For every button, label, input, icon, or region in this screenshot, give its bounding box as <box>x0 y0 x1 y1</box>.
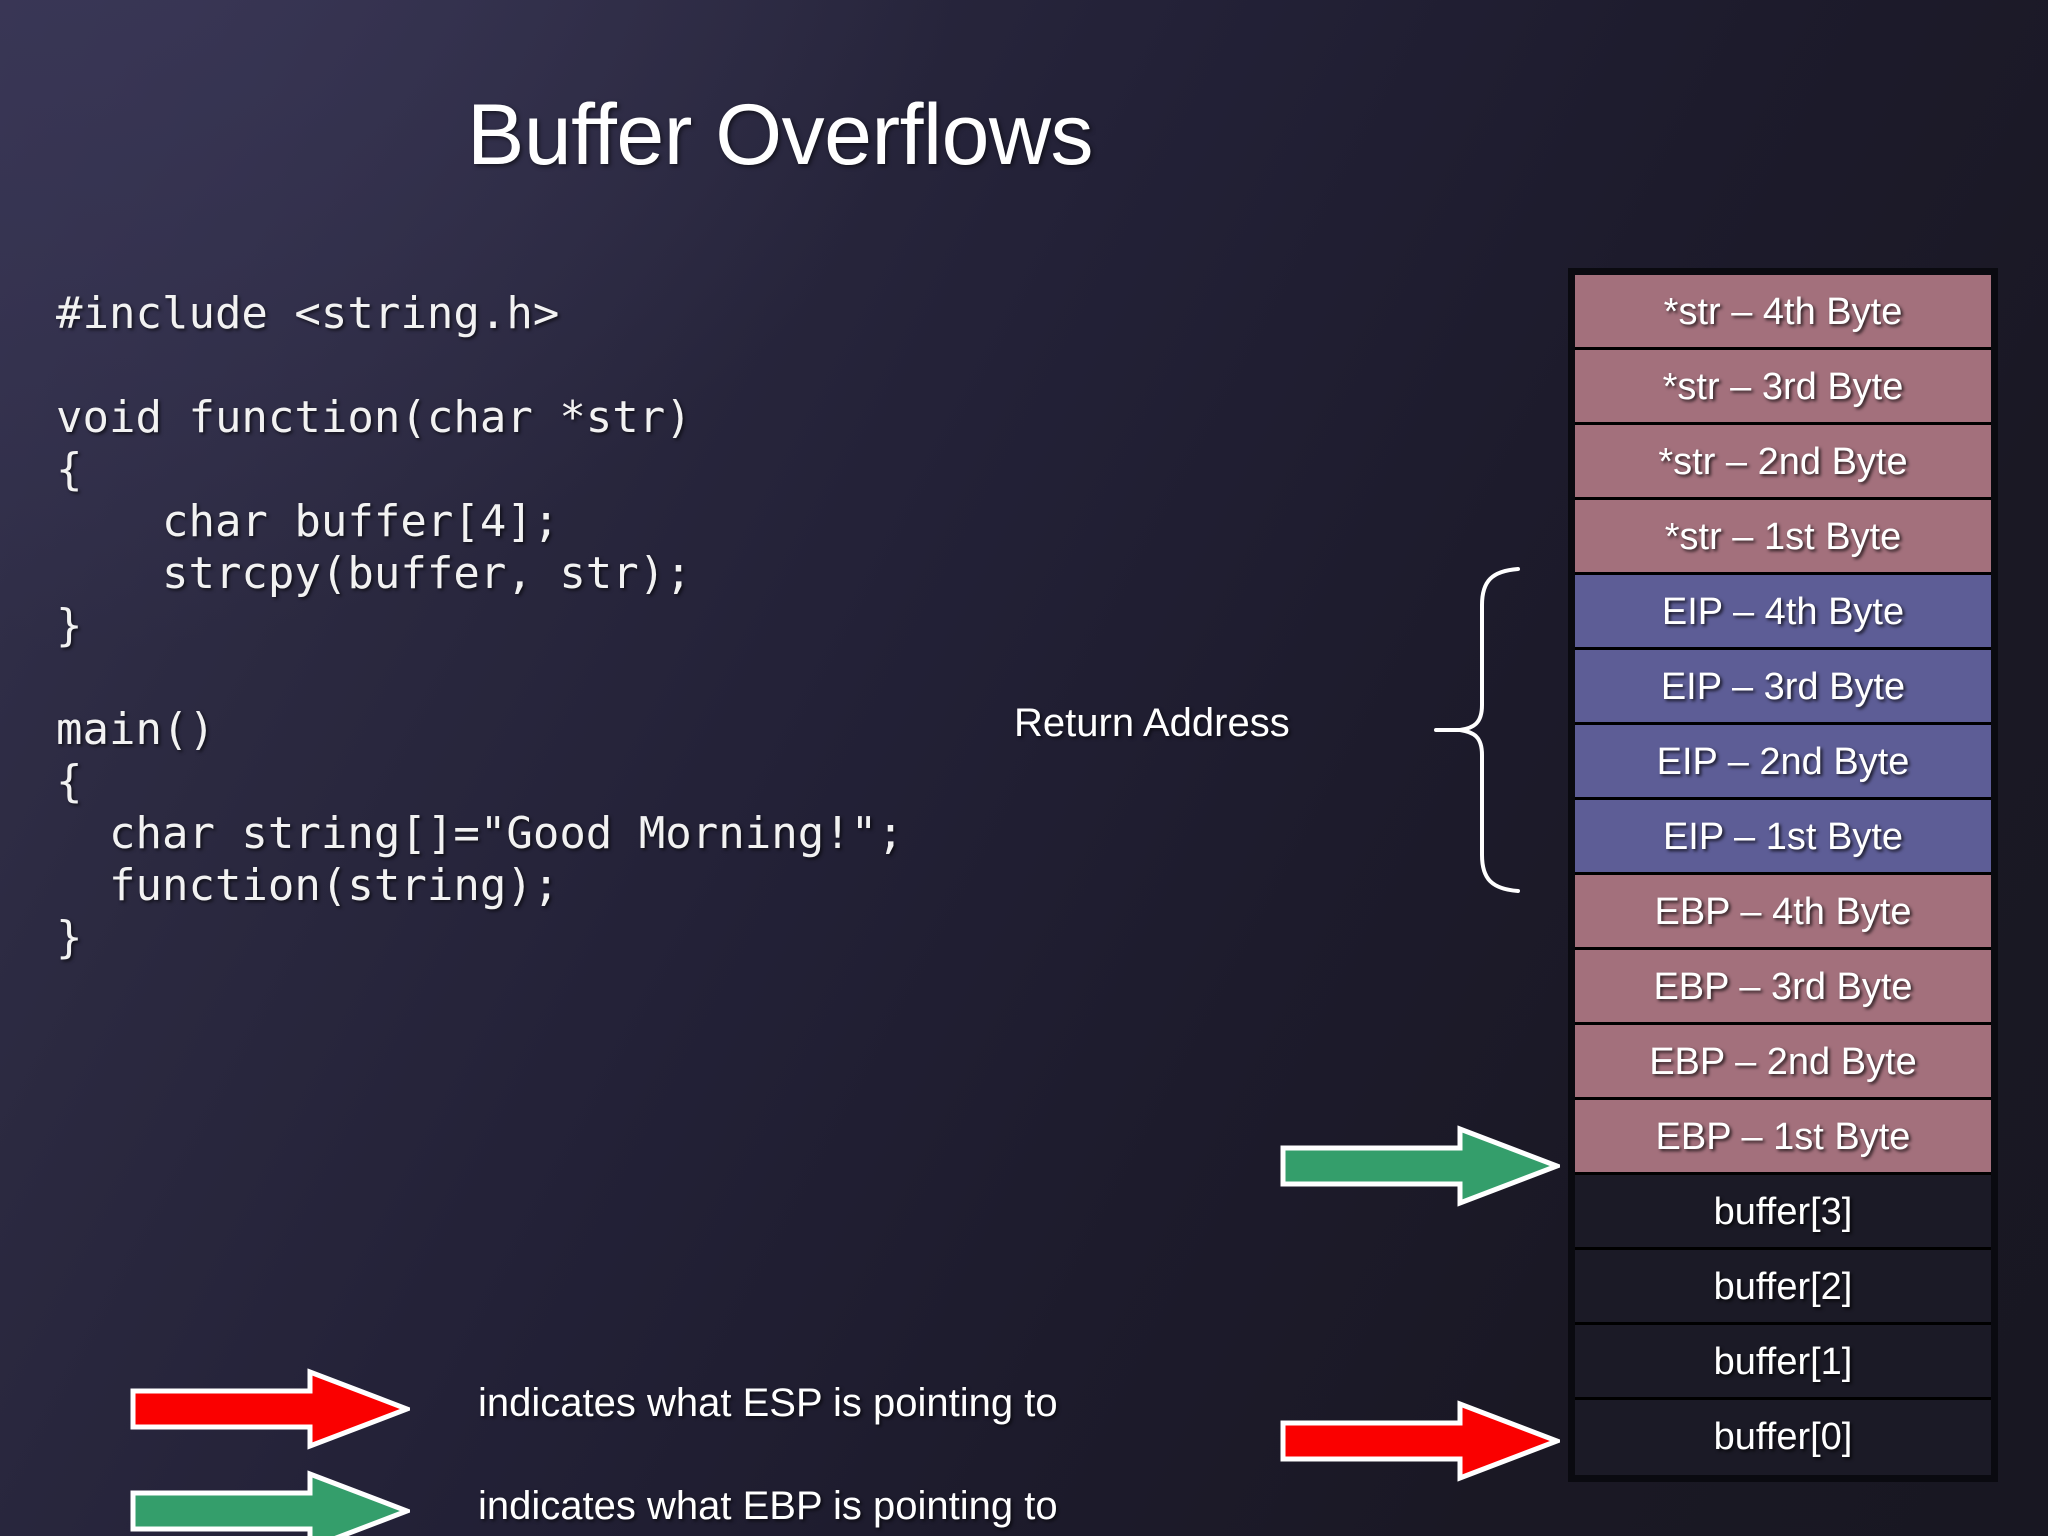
code-line: strcpy(buffer, str); <box>56 548 692 599</box>
code-line <box>56 652 1136 704</box>
stack-cell: *str – 1st Byte <box>1575 500 1991 575</box>
code-line: } <box>56 912 83 963</box>
page-title: Buffer Overflows <box>466 87 1094 183</box>
stack-memory-table: *str – 4th Byte*str – 3rd Byte*str – 2nd… <box>1568 268 1998 1482</box>
code-line <box>56 340 1136 392</box>
code-line: char string[]="Good Morning!"; <box>56 808 904 859</box>
code-line: { <box>56 444 83 495</box>
code-line: { <box>56 756 83 807</box>
legend-label-ebp: indicates what EBP is pointing to <box>478 1484 1058 1528</box>
esp-pointer-arrow <box>1280 1400 1560 1482</box>
stack-cell: *str – 2nd Byte <box>1575 425 1991 500</box>
stack-cell: *str – 4th Byte <box>1575 275 1991 350</box>
stack-cell: EBP – 3rd Byte <box>1575 950 1991 1025</box>
stack-cell: EIP – 2nd Byte <box>1575 725 1991 800</box>
ebp-pointer-arrow <box>1280 1125 1560 1207</box>
stack-cell: *str – 3rd Byte <box>1575 350 1991 425</box>
legend-label-esp: indicates what ESP is pointing to <box>478 1381 1058 1425</box>
stack-cell: buffer[0] <box>1575 1400 1991 1475</box>
code-line: #include <string.h> <box>56 288 560 339</box>
code-line: char buffer[4]; <box>56 496 560 547</box>
legend-arrow-ebp <box>130 1470 410 1536</box>
stack-cell: buffer[1] <box>1575 1325 1991 1400</box>
stack-cell: EIP – 4th Byte <box>1575 575 1991 650</box>
code-line: } <box>56 600 83 651</box>
stack-cell: buffer[3] <box>1575 1175 1991 1250</box>
stack-cell: EBP – 1st Byte <box>1575 1100 1991 1175</box>
stack-cell: buffer[2] <box>1575 1250 1991 1325</box>
stack-cell: EBP – 4th Byte <box>1575 875 1991 950</box>
code-listing: #include <string.h> void function(char *… <box>56 288 1136 964</box>
stack-cell: EIP – 1st Byte <box>1575 800 1991 875</box>
code-line: function(string); <box>56 860 560 911</box>
code-line: void function(char *str) <box>56 392 692 443</box>
curly-brace-icon <box>1434 567 1520 893</box>
stack-cell: EBP – 2nd Byte <box>1575 1025 1991 1100</box>
code-line: main() <box>56 704 215 755</box>
return-address-annotation: Return Address <box>0 567 1540 893</box>
legend-arrow-esp <box>130 1368 410 1450</box>
return-address-label: Return Address <box>1014 701 1290 745</box>
stack-cell: EIP – 3rd Byte <box>1575 650 1991 725</box>
